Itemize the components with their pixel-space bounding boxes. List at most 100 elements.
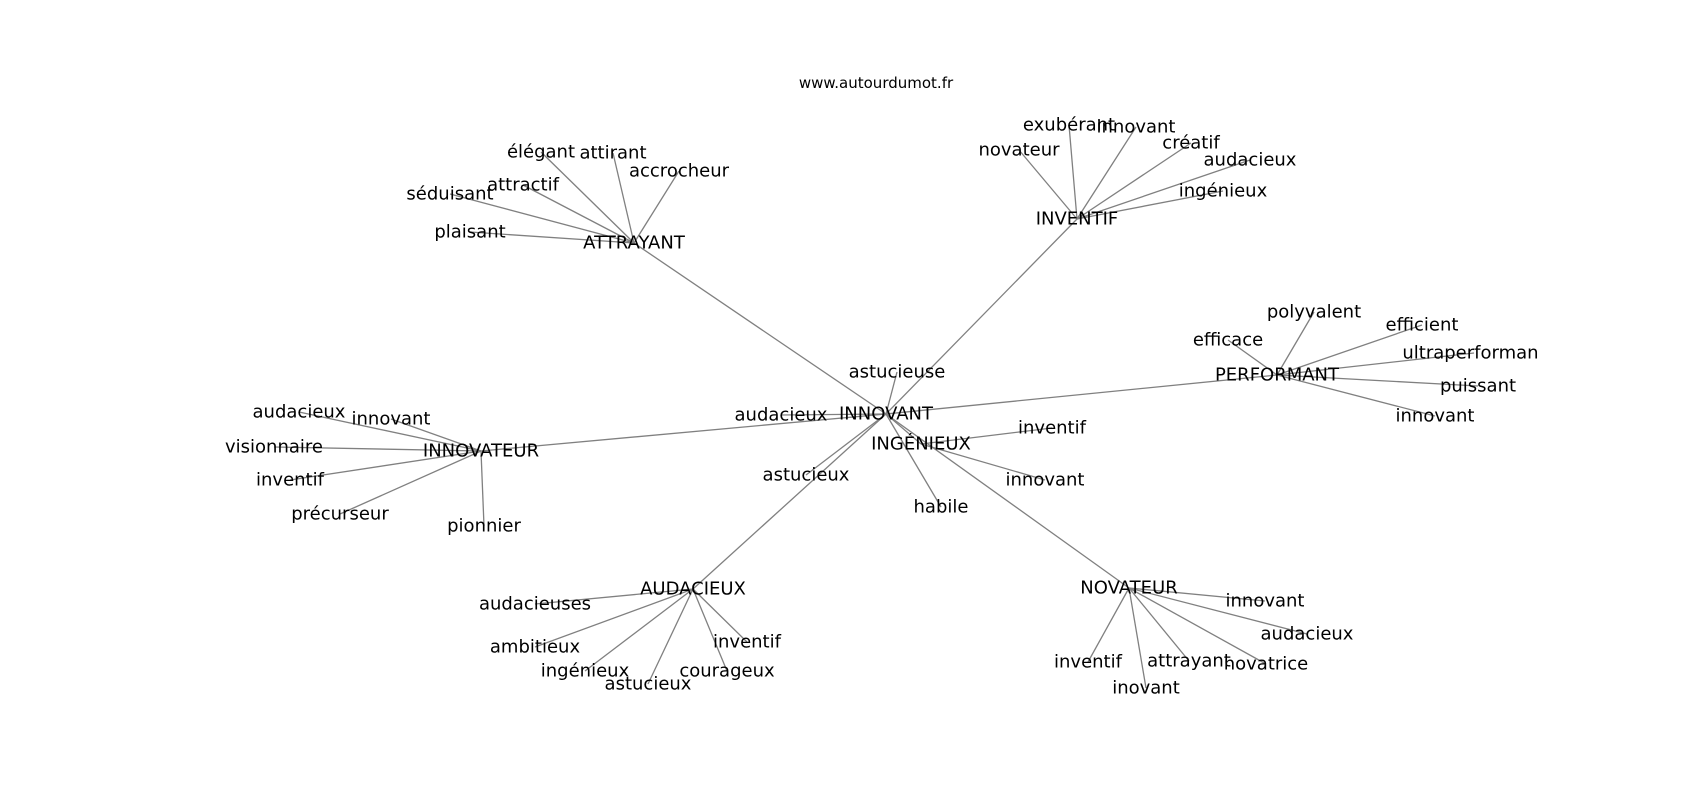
leaf-node-audacieux-ingenieux: ingénieux (541, 661, 630, 682)
edge-center-inventif (885, 218, 1078, 415)
leaf-node-inventif-exuberant: exubérant (1023, 115, 1115, 136)
edge-inventif-exuberant (1068, 124, 1078, 220)
leaf-node-innovateur-visionnaire: visionnaire (225, 437, 323, 458)
leaf-node-novateur-innovant: innovant (1226, 591, 1305, 612)
leaf-node-center-audacieux: audacieux (735, 405, 828, 426)
edge-ingenieux-innovant (920, 443, 1046, 481)
leaf-node-inventif-innovant: innovant (1097, 117, 1176, 138)
leaf-node-novateur-novatrice: novatrice (1224, 654, 1309, 675)
leaf-node-attrayant-seduisant: séduisant (406, 184, 493, 205)
edge-innovateur-pionnier (480, 450, 485, 527)
edge-audacieux-courageux (692, 588, 728, 672)
leaf-node-audacieux-astucieux: astucieux (605, 674, 692, 695)
edge-innovateur-inventif (289, 450, 482, 481)
edge-center-audacieux (780, 413, 887, 416)
hub-node-ingenieux: INGÉNIEUX (871, 433, 971, 455)
leaf-node-novateur-attrayant: attrayant (1147, 651, 1231, 672)
edge-attrayant-seduisant (449, 193, 635, 244)
leaf-node-audacieux-ambitieux: ambitieux (490, 637, 581, 658)
edge-performant-efficient (1276, 324, 1423, 376)
leaf-node-innovateur-pionnier: pionnier (447, 516, 521, 537)
source-label: www.autourdumot.fr (799, 74, 954, 92)
edge-center-astucieux (805, 413, 887, 476)
edge-inventif-ingenieux (1076, 190, 1224, 220)
edge-center-audacieux (692, 413, 887, 590)
edge-performant-efficace (1227, 339, 1278, 376)
leaf-node-center-habile: habile (914, 497, 969, 518)
edge-center-astucieuse (885, 371, 898, 415)
leaf-node-performant-ultraperformant: ultraperformant (1402, 343, 1545, 364)
leaf-node-attrayant-attirant: attirant (579, 143, 646, 164)
edge-attrayant-attractif (522, 184, 635, 244)
edge-novateur-inventif (1087, 587, 1130, 663)
edge-novateur-novatrice (1128, 587, 1267, 665)
leaf-node-inventif-novateur: novateur (978, 140, 1060, 161)
edge-center-attrayant (633, 242, 887, 415)
edge-audacieux-ambitieux (534, 588, 694, 648)
edge-ingenieux-inventif (920, 427, 1053, 445)
edge-performant-innovant (1276, 374, 1436, 417)
edge-audacieux-astucieux (647, 588, 694, 685)
leaf-node-performant-polyvalent: polyvalent (1267, 302, 1361, 323)
edge-audacieux-audacieuses (534, 588, 694, 605)
edge-performant-puissant (1276, 374, 1479, 387)
hub-node-innovateur: INNOVATEUR (423, 441, 539, 462)
leaf-node-attrayant-attractif: attractif (487, 175, 560, 196)
edge-inventif-novateur (1018, 149, 1078, 220)
edge-attrayant-elegant (540, 151, 635, 244)
leaf-node-inventif-ingenieux: ingénieux (1179, 181, 1268, 202)
leaf-node-inventif-creatif: créatif (1162, 133, 1220, 154)
center-node: INNOVANT (839, 404, 934, 425)
edge-performant-polyvalent (1276, 311, 1315, 376)
hub-node-inventif: INVENTIF (1036, 209, 1119, 230)
leaf-node-performant-innovant: innovant (1396, 406, 1475, 427)
hub-node-performant: PERFORMANT (1215, 365, 1340, 386)
leaf-node-innovateur-precurseur: précurseur (291, 504, 389, 525)
leaf-node-novateur-audacieux: audacieux (1261, 624, 1354, 645)
leaf-node-attrayant-elegant: élégant (507, 142, 575, 163)
leaf-node-audacieux-audacieuses: audacieuses (479, 594, 591, 615)
edge-novateur-attrayant (1128, 587, 1190, 662)
leaf-node-attrayant-plaisant: plaisant (434, 222, 505, 243)
edge-center-performant (885, 374, 1278, 415)
edge-innovateur-audacieux (298, 411, 482, 452)
leaf-node-audacieux-inventif: inventif (713, 632, 782, 653)
edge-inventif-creatif (1076, 142, 1192, 220)
edges-layer (273, 124, 1479, 689)
edge-audacieux-ingenieux (584, 588, 694, 672)
edge-audacieux-inventif (692, 588, 748, 643)
leaf-node-novateur-inovant: inovant (1112, 678, 1180, 699)
leaf-node-performant-efficace: efficace (1193, 330, 1263, 351)
hub-node-attrayant: ATTRAYANT (583, 233, 686, 254)
edge-novateur-innovant (1128, 587, 1266, 602)
leaf-node-innovateur-innovant: innovant (352, 409, 431, 430)
leaf-node-novateur-inventif: inventif (1054, 652, 1123, 673)
edge-performant-ultraperformant (1276, 352, 1475, 376)
leaf-node-innovateur-inventif: inventif (256, 470, 325, 491)
edge-center-habile (885, 413, 942, 508)
edge-novateur-inovant (1128, 587, 1147, 689)
edge-center-ingenieux (885, 413, 922, 445)
leaf-node-attrayant-accrocheur: accrocheur (629, 161, 730, 182)
leaf-node-inventif-audacieux: audacieux (1204, 150, 1297, 171)
hub-node-novateur: NOVATEUR (1080, 578, 1177, 599)
leaf-node-center-astucieuse: astucieuse (849, 362, 946, 383)
leaf-node-center-astucieux: astucieux (763, 465, 850, 486)
leaf-node-ingenieux-innovant: innovant (1006, 470, 1085, 491)
edge-novateur-audacieux (1128, 587, 1308, 635)
leaf-node-performant-efficient: efficient (1386, 315, 1459, 336)
hub-node-audacieux: AUDACIEUX (640, 579, 746, 600)
leaf-node-innovateur-audacieux: audacieux (253, 402, 346, 423)
edge-inventif-innovant (1076, 126, 1137, 220)
leaf-node-audacieux-courageux: courageux (679, 661, 775, 682)
edge-attrayant-plaisant (469, 231, 635, 244)
edge-innovateur-precurseur (339, 450, 482, 515)
leaf-node-ingenieux-inventif: inventif (1018, 418, 1087, 439)
edge-attrayant-accrocheur (633, 170, 680, 244)
edge-innovateur-innovant (390, 418, 482, 452)
leaf-node-performant-puissant: puissant (1440, 376, 1516, 397)
edge-inventif-audacieux (1076, 159, 1251, 220)
edge-innovateur-visionnaire (273, 446, 482, 452)
